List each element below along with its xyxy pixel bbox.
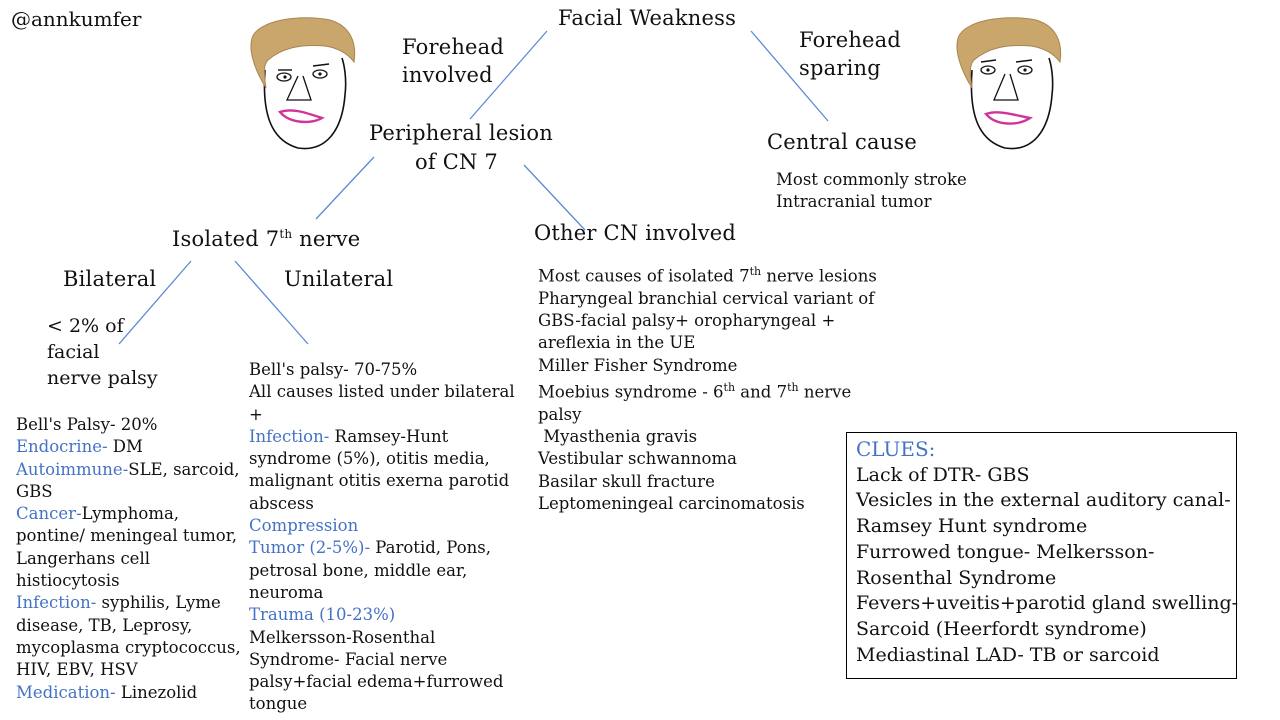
clue-line: Sarcoid (Heerfordt syndrome) [856, 617, 1147, 640]
edge-peripheral-othercn [523, 164, 586, 231]
clue-line: Vesicles in the external auditory canal- [856, 489, 1231, 512]
edge-peripheral-isolated [315, 156, 375, 220]
clue-line: Ramsey Hunt syndrome [856, 515, 1088, 538]
central-causes-list: Most commonly stroke Intracranial tumor [776, 170, 967, 212]
bilateral-causes-list: Bell's Palsy- 20% Endocrine- DM Autoimmu… [16, 415, 241, 702]
clue-line: Lack of DTR- GBS [856, 463, 1030, 486]
clues-title: CLUES: [856, 437, 936, 461]
clue-line: Fevers+uveitis+parotid gland swelling- [856, 592, 1239, 615]
face-drawing-right [956, 17, 1062, 150]
author-handle: @annkumfer [11, 7, 142, 31]
clue-line: Furrowed tongue- Melkersson- [856, 540, 1155, 563]
edge-label-bilateral: Bilateral [63, 267, 157, 291]
node-isolated-7th-nerve: Isolated 7th nerve [172, 227, 361, 251]
node-central-cause: Central cause [767, 130, 918, 154]
edge-isolated-bilateral [118, 260, 192, 345]
other-cn-causes-list: Most causes of isolated 7th nerve lesion… [538, 265, 877, 513]
edge-root-peripheral [469, 30, 548, 120]
edge-label-forehead-sparing: Forehead sparing [799, 28, 902, 80]
clue-line: Mediastinal LAD- TB or sarcoid [856, 643, 1160, 666]
node-bilateral-stat: < 2% of facial nerve palsy [47, 315, 158, 389]
root-node: Facial Weakness [558, 6, 737, 30]
unilateral-causes-list: Bell's palsy- 70-75% All causes listed u… [249, 360, 515, 714]
node-other-cn-involved: Other CN involved [534, 221, 737, 245]
edge-root-central [750, 30, 829, 122]
face-drawing-left [250, 17, 356, 150]
edge-isolated-unilateral [234, 260, 309, 345]
edge-label-forehead-involved: Forehead involved [402, 35, 505, 87]
edge-label-unilateral: Unilateral [284, 267, 394, 291]
clue-line: Rosenthal Syndrome [856, 566, 1057, 589]
node-peripheral-lesion: Peripheral lesion of CN 7 [369, 121, 553, 174]
clues-box: CLUES: Lack of DTR- GBS Vesicles in the … [846, 432, 1239, 679]
